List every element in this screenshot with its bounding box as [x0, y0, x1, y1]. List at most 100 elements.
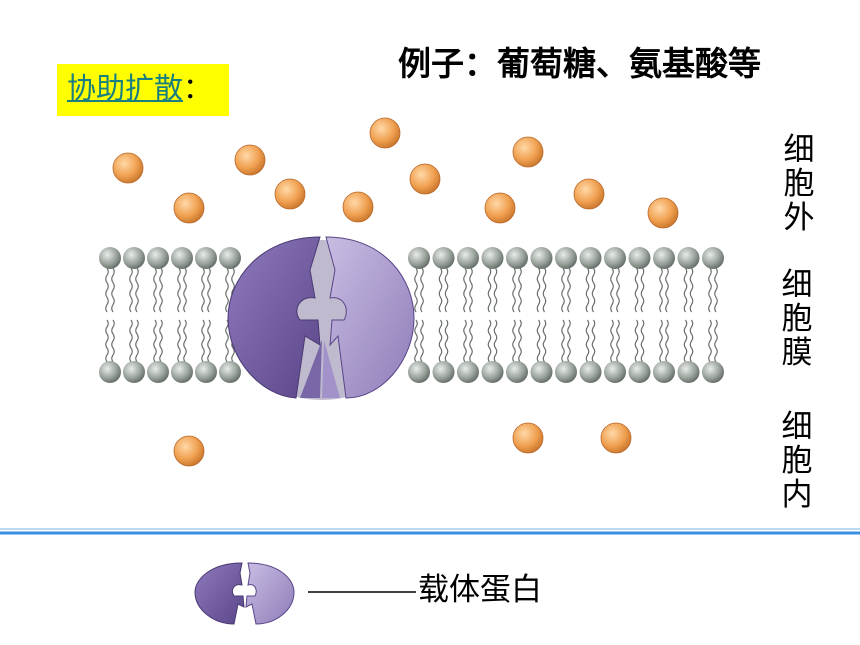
glucose-molecule	[173, 192, 205, 224]
lipid-tail	[129, 267, 133, 313]
lipid-tail	[591, 319, 596, 363]
phospholipid-head	[604, 247, 626, 269]
label-inside-cell: 细胞内	[781, 409, 813, 513]
lipid-tail	[610, 319, 614, 363]
glucose-molecule	[369, 117, 401, 149]
lipid-tail	[159, 319, 163, 363]
phospholipid-head	[123, 361, 145, 383]
lipid-tail	[420, 319, 424, 363]
lipid-tail	[518, 319, 522, 363]
lipid-tail	[135, 319, 139, 363]
lipid-tail	[640, 319, 645, 363]
legend-label: 载体蛋白	[418, 572, 542, 608]
phospholipid-head	[195, 361, 217, 383]
lipid-tail	[665, 267, 669, 313]
lipid-tail	[512, 267, 516, 313]
lipid-tail	[616, 319, 620, 363]
glucose-molecule	[173, 435, 205, 467]
lipid-tail	[420, 267, 424, 313]
phospholipid-head	[99, 361, 121, 383]
legend-carrier-protein-icon	[194, 562, 295, 625]
phospholipid-head	[99, 247, 121, 269]
title-colon: ：	[183, 71, 213, 105]
lipid-tail	[714, 267, 718, 313]
lipid-tail	[561, 267, 565, 313]
phospholipid-head	[530, 247, 553, 269]
lipid-tail	[129, 319, 133, 363]
phospholipid-head	[195, 247, 217, 269]
glucose-molecule	[112, 152, 144, 184]
lipid-tail	[567, 319, 571, 363]
phospholipid-head	[457, 247, 479, 269]
phospholipid-head	[604, 361, 626, 383]
lipid-tail	[487, 267, 492, 313]
lipid-tail	[201, 267, 205, 313]
lipid-tail	[640, 267, 645, 313]
phospholipid-head	[147, 361, 169, 383]
phospholipid-head	[506, 361, 528, 383]
lipid-tail	[183, 319, 187, 363]
lipid-tail	[153, 267, 157, 313]
glucose-molecule	[512, 422, 544, 454]
phospholipid-head	[702, 361, 724, 383]
phospholipid-head	[457, 361, 479, 383]
glucose-molecule	[647, 197, 679, 229]
lipid-tail	[714, 319, 718, 363]
lipid-tail	[567, 267, 571, 313]
carrier-protein-left-half	[227, 236, 321, 399]
glucose-molecule	[573, 178, 605, 210]
lipid-heads	[99, 247, 724, 383]
phospholipid-head	[506, 247, 528, 269]
lipid-tail	[469, 267, 473, 313]
lipid-tail	[659, 319, 663, 363]
lipid-tail	[135, 267, 139, 313]
lipid-tail	[493, 319, 498, 363]
lipid-tail	[469, 319, 473, 363]
phospholipid-head	[653, 361, 675, 383]
lipid-tail	[689, 319, 694, 363]
lipid-tail	[463, 267, 467, 313]
example-text: 例子：葡萄糖、氨基酸等	[398, 44, 761, 83]
facilitated-diffusion-link[interactable]: 协助扩散	[67, 71, 184, 105]
lipid-tail	[659, 267, 663, 313]
glucose-molecule	[600, 422, 632, 454]
glucose-molecule	[274, 178, 306, 210]
lipid-tail	[683, 319, 688, 363]
lipid-tail	[111, 267, 115, 313]
molecules	[112, 117, 679, 467]
carrier-protein-right-half	[325, 236, 415, 399]
lipid-tail	[153, 319, 157, 363]
phospholipid-head	[555, 247, 577, 269]
phospholipid-head	[171, 361, 193, 383]
lipid-tail	[105, 319, 109, 363]
label-cell-membrane: 细胞膜	[781, 267, 813, 371]
lipid-tail	[616, 267, 620, 313]
lipid-tail	[493, 267, 498, 313]
lipid-tail	[105, 267, 109, 313]
phospholipid-head	[219, 361, 241, 383]
phospholipid-head	[147, 247, 169, 269]
lipid-tail	[463, 319, 467, 363]
phospholipid-head	[653, 247, 675, 269]
lipid-tail	[207, 319, 211, 363]
phospholipid-head	[171, 247, 193, 269]
lipid-tail	[438, 319, 443, 363]
lipid-tail	[444, 319, 449, 363]
lipid-tail	[512, 319, 516, 363]
lipid-tail	[591, 267, 596, 313]
phospholipid-head	[481, 247, 504, 269]
phospholipid-head	[481, 361, 504, 383]
phospholipid-head	[677, 247, 700, 269]
lipid-tail	[610, 267, 614, 313]
lipid-tail	[561, 319, 565, 363]
lipid-tail	[207, 267, 211, 313]
phospholipid-head	[432, 247, 455, 269]
lipid-tail	[159, 267, 163, 313]
lipid-tail	[542, 319, 547, 363]
glucose-molecule	[484, 192, 516, 224]
phospholipid-head	[579, 361, 602, 383]
phospholipid-head	[702, 247, 724, 269]
phospholipid-head	[408, 247, 430, 269]
lipid-tail	[444, 267, 449, 313]
lipid-tail	[414, 319, 418, 363]
